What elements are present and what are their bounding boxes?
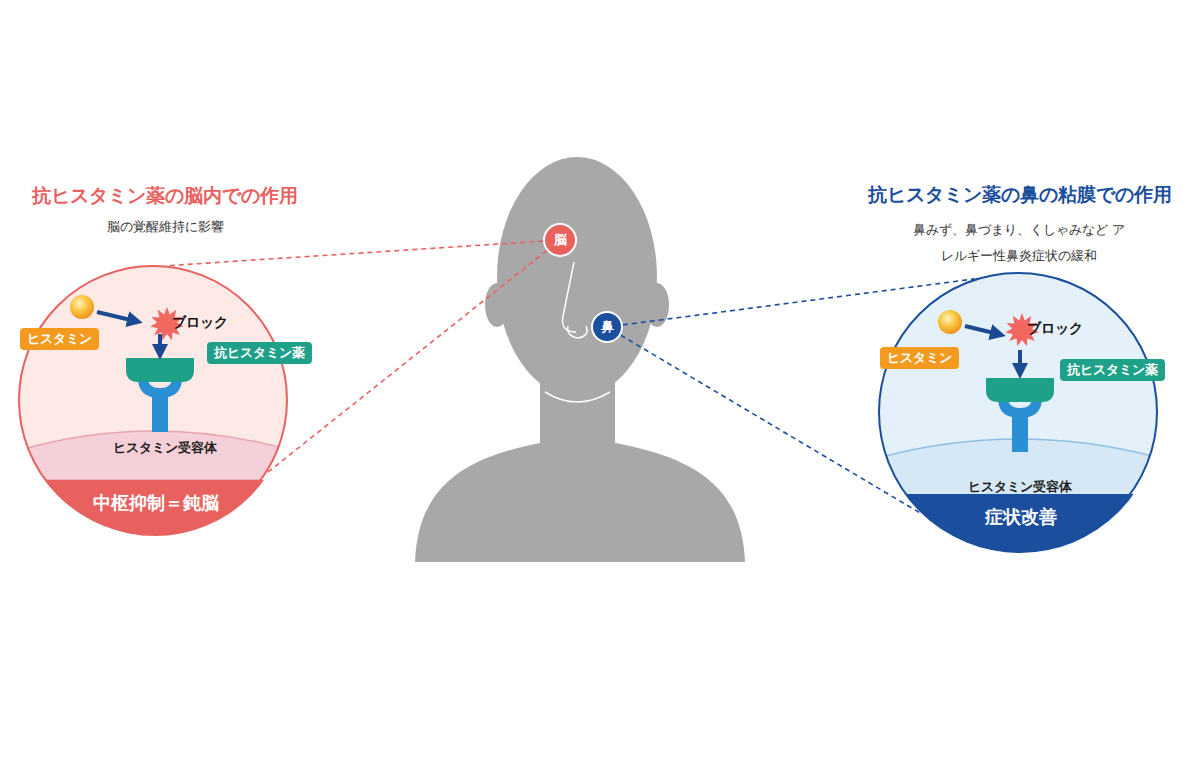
burst-text: ブロック [172, 314, 228, 332]
jaw-line [545, 392, 610, 402]
tag-text: ヒスタミン [880, 347, 959, 369]
tag-text: ヒスタミン [20, 328, 99, 350]
part-label: ヒスタミン受容体 [950, 478, 1090, 496]
brain-dot: 脳 [543, 223, 577, 257]
section-title: 抗ヒスタミン薬の脳内での作用 [15, 183, 315, 208]
band-text: 症状改善 [880, 494, 1162, 529]
membrane [20, 431, 290, 480]
part-label: ヒスタミン受容体 [95, 439, 235, 457]
block-burst: ブロック [150, 306, 234, 342]
section-title: 抗ヒスタミン薬の鼻の粘膜での作用 [835, 182, 1200, 207]
section-subtitle: 脳の覚醒維持に影響 [15, 218, 315, 235]
block-arrow [1018, 350, 1022, 371]
nose-dot: 鼻 [591, 311, 623, 343]
result-band: 中枢抑制＝鈍脳 [20, 480, 292, 540]
receptor [126, 358, 194, 432]
result-band: 症状改善 [880, 494, 1162, 556]
tag-text: 抗ヒスタミン薬 [1060, 359, 1165, 381]
histamine-tag: ヒスタミン [20, 328, 99, 350]
block-arrow [97, 312, 135, 321]
block-arrow [965, 326, 998, 334]
leader-connector [167, 241, 543, 266]
tag-text: 抗ヒスタミン薬 [207, 342, 312, 364]
block-arrow [158, 334, 162, 352]
histamine-tag: ヒスタミン [880, 347, 959, 369]
action-circle: 抗ヒスタミン薬の脳内での作用脳の覚醒維持に影響ヒスタミンブロック抗ヒスタミン薬中… [18, 265, 288, 535]
block-burst: ブロック [1005, 312, 1089, 348]
nose-line [563, 262, 587, 338]
antihistamine-tag: 抗ヒスタミン薬 [207, 342, 312, 364]
dot-text: 鼻 [593, 313, 621, 341]
histamine-ball [938, 310, 962, 334]
histamine-ball [70, 295, 94, 319]
head-silhouette [415, 157, 745, 562]
section-subtitle: 鼻みず、鼻づまり、くしゃみなど アレルギー性鼻炎症状の緩和 [910, 217, 1128, 269]
burst-text: ブロック [1027, 320, 1083, 338]
band-text: 中枢抑制＝鈍脳 [20, 480, 292, 515]
leader-connector [623, 279, 975, 325]
receptor [986, 378, 1054, 452]
antihistamine-tag: 抗ヒスタミン薬 [1060, 359, 1165, 381]
action-circle: 抗ヒスタミン薬の鼻の粘膜での作用鼻みず、鼻づまり、くしゃみなど アレルギー性鼻炎… [878, 272, 1158, 552]
dot-text: 脳 [545, 225, 575, 255]
leader-connector [621, 335, 923, 514]
